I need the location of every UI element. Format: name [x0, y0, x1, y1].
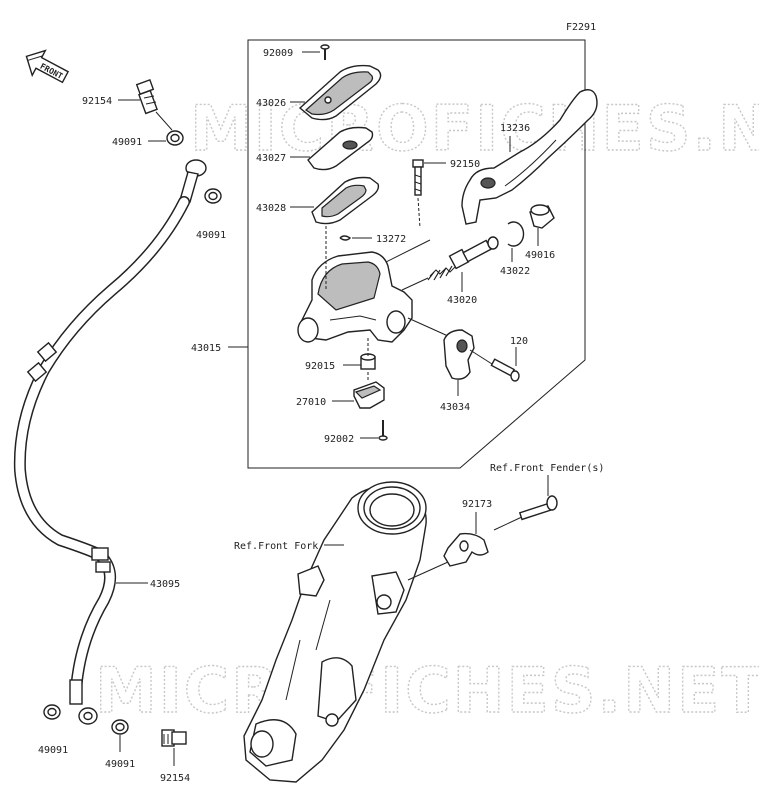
- reservoir-cap-43026: [298, 64, 382, 121]
- label-43034: 43034: [440, 402, 470, 413]
- diaphragm-plate-43027: [307, 126, 374, 171]
- label-92150: 92150: [450, 159, 480, 170]
- label-49091-mid: 49091: [196, 230, 226, 241]
- label-43027: 43027: [256, 153, 286, 164]
- washer-49091-mid: [204, 188, 222, 204]
- ref-front-fork: Ref.Front Fork: [234, 541, 318, 552]
- diaphragm-43028: [311, 176, 380, 225]
- piston-kit-43020: [427, 236, 499, 281]
- watermark-bottom: MICROFICHES.NET: [95, 654, 759, 727]
- label-43028: 43028: [256, 203, 286, 214]
- banjo-bolt-92154-top: [135, 79, 158, 115]
- label-43022: 43022: [500, 266, 530, 277]
- bolt-120: [490, 358, 520, 382]
- label-92009: 92009: [263, 48, 293, 59]
- label-43015: 43015: [191, 343, 221, 354]
- label-27010: 27010: [296, 397, 326, 408]
- front-fork-outer-tube: [243, 481, 427, 783]
- screw-92002: [378, 420, 388, 441]
- clip-13272: [339, 235, 352, 241]
- washer-49091-bottom-mid: [111, 719, 129, 735]
- label-92002: 92002: [324, 434, 354, 445]
- snap-ring-43022: [507, 221, 525, 247]
- banjo-bolt-92154-bottom: [161, 729, 187, 747]
- label-43020: 43020: [447, 295, 477, 306]
- dust-boot-49016: [529, 204, 555, 229]
- washer-49091-bottom-left: [43, 704, 61, 720]
- label-49091-top: 49091: [112, 137, 142, 148]
- label-49016: 49016: [525, 250, 555, 261]
- holder-clamp-43034: [443, 329, 493, 380]
- label-92154-bottom: 92154: [160, 773, 190, 784]
- label-43026: 43026: [256, 98, 286, 109]
- hose-clamp-92173: [443, 532, 489, 567]
- label-49091-bottom-left: 49091: [38, 745, 68, 756]
- ref-front-fender: Ref.Front Fender(s): [490, 463, 604, 474]
- label-92015: 92015: [305, 361, 335, 372]
- label-92154-top: 92154: [82, 96, 112, 107]
- brake-lever-13236: [461, 89, 598, 225]
- brake-hose-43095: [13, 159, 207, 725]
- nut-92015: [360, 353, 376, 370]
- label-49091-bottom-mid: 49091: [105, 759, 135, 770]
- washer-49091-top: [166, 130, 184, 146]
- master-cylinder-body-43015: [297, 251, 413, 343]
- figure-code: F2291: [566, 22, 596, 33]
- label-92173: 92173: [462, 499, 492, 510]
- label-120: 120: [510, 336, 528, 347]
- front-fender-bolt-icon: [518, 495, 558, 521]
- brake-switch-27010: [353, 381, 385, 409]
- label-13272: 13272: [376, 234, 406, 245]
- bolt-92150: [412, 159, 424, 196]
- watermark-top: MICROFICHES.NET: [190, 92, 759, 165]
- front-arrow-icon: FRONT: [25, 49, 70, 84]
- screw-92009: [320, 44, 330, 60]
- assembly-box: [247, 39, 586, 469]
- label-13236: 13236: [500, 123, 530, 134]
- label-43095: 43095: [150, 579, 180, 590]
